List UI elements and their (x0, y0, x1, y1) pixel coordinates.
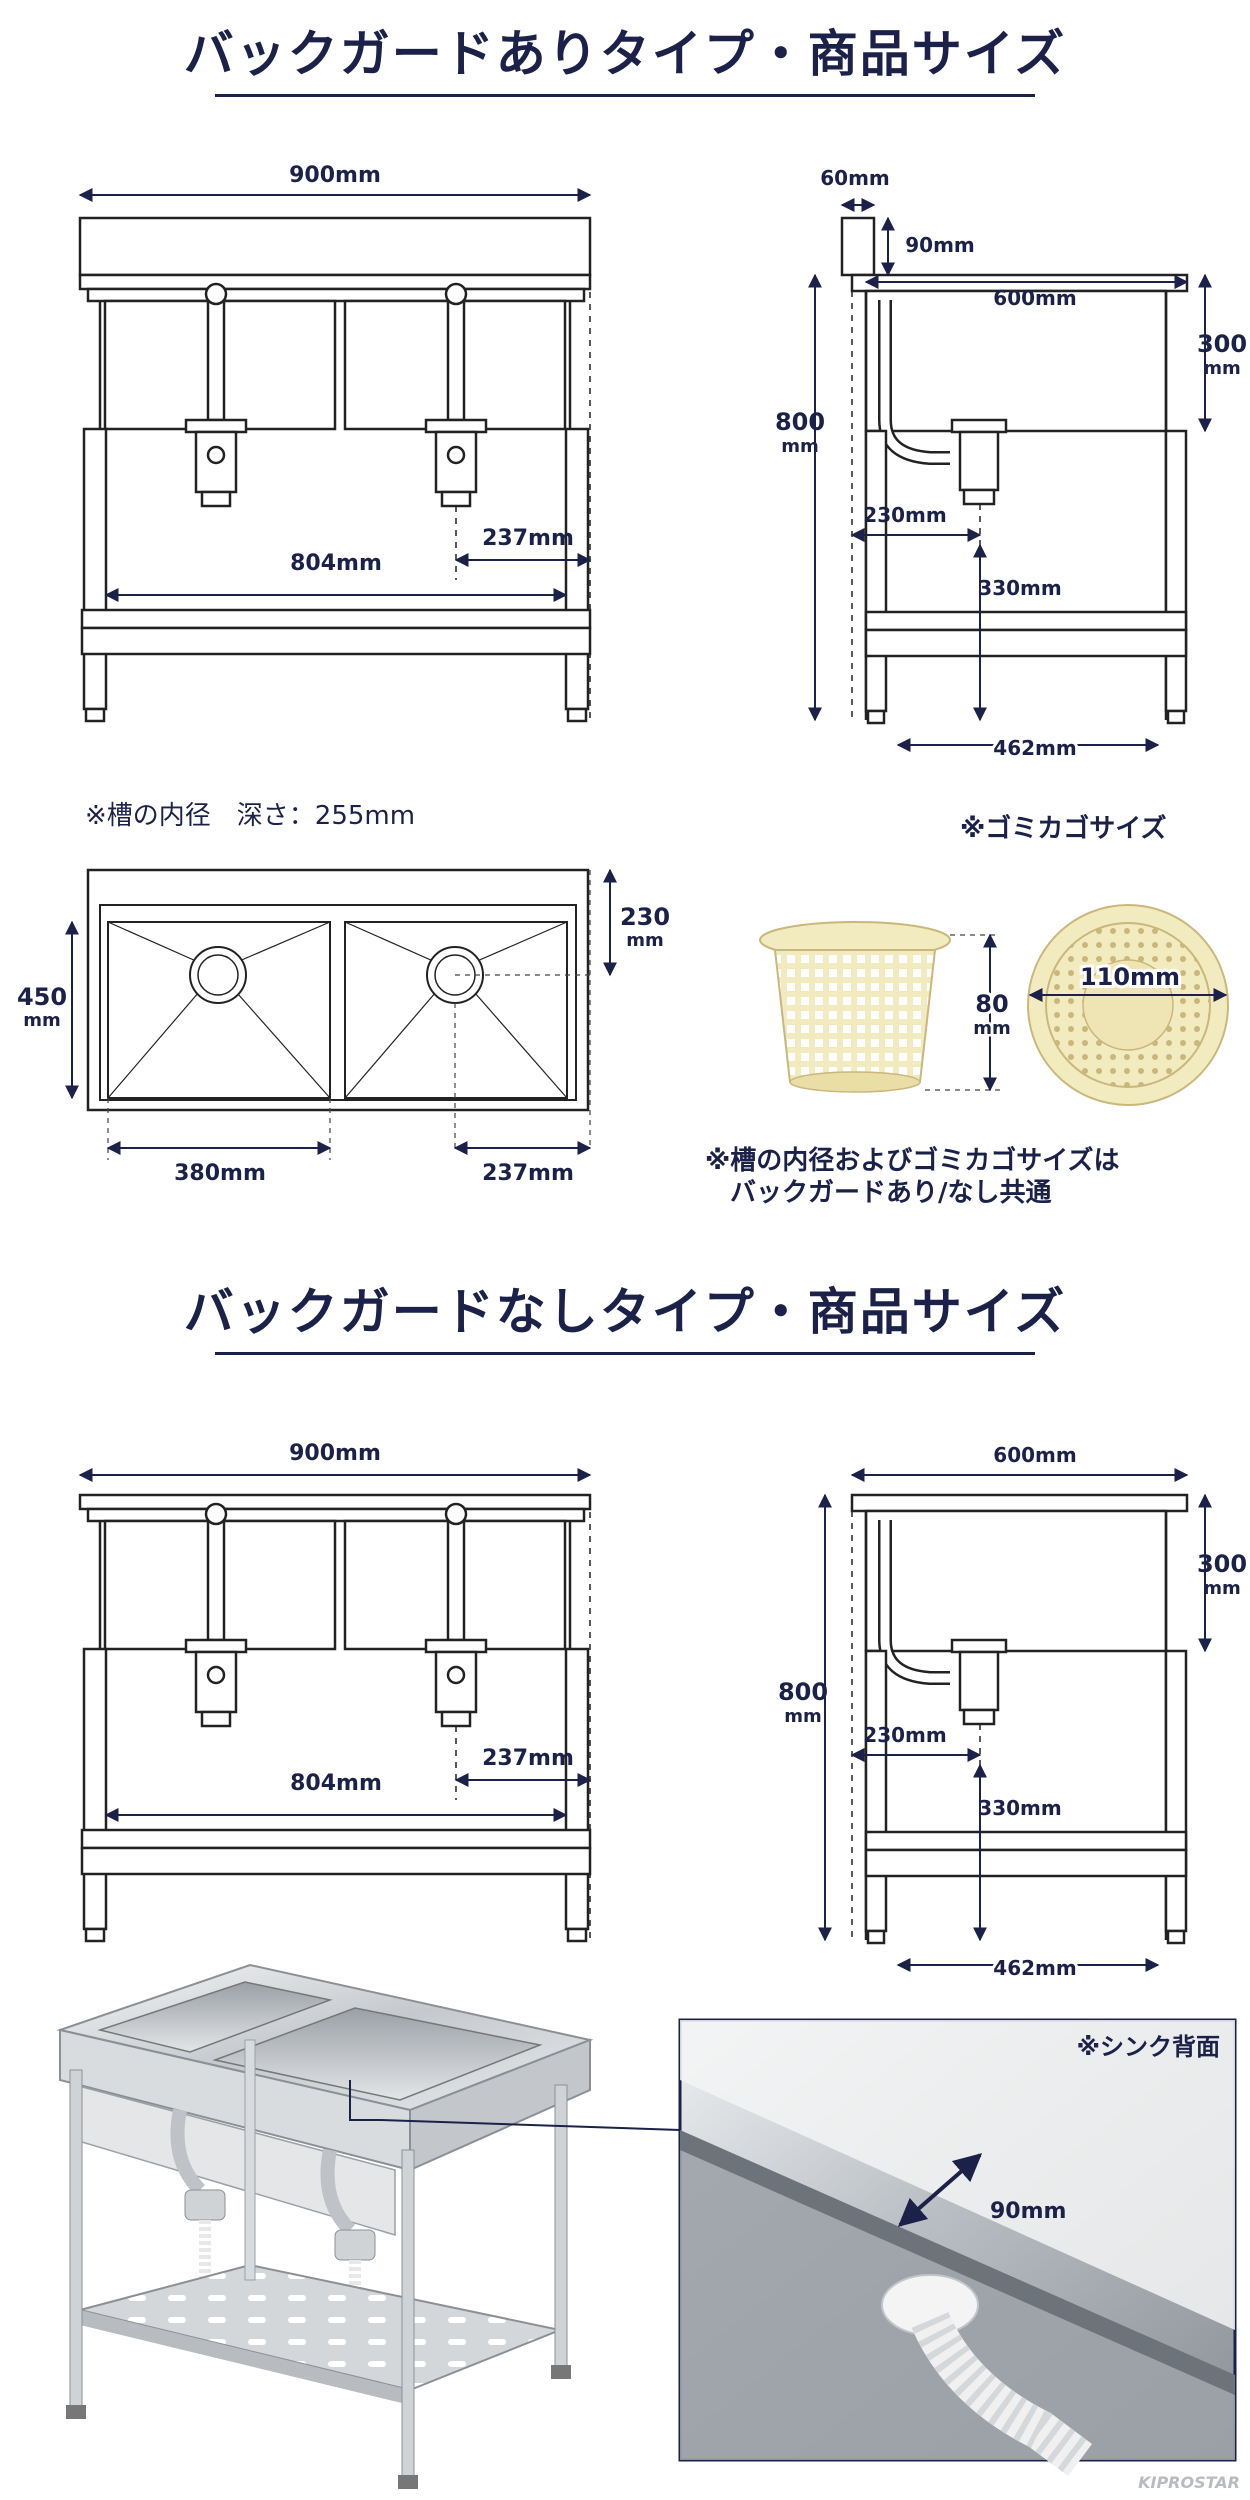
shelf-height-label-2: 330mm (978, 1796, 1061, 1820)
width-label: 900mm (289, 163, 381, 188)
basket-diameter-label: 110mm (1080, 963, 1180, 991)
width-label-2: 900mm (289, 1441, 381, 1466)
section1-title: バックガードありタイプ・商品サイズ (0, 14, 1250, 97)
height-number: 800 (775, 408, 825, 436)
basket-height-unit: mm (973, 1018, 1011, 1039)
height-unit: mm (781, 436, 819, 457)
sink-depth-number: 300 (1197, 330, 1247, 358)
back-label: ※シンク背面 (1077, 2033, 1220, 2061)
title-underline (215, 1352, 1035, 1355)
leg-span-label-2: 462mm (993, 1956, 1076, 1980)
leg-span-label: 462mm (993, 736, 1076, 760)
common-note-line2: バックガードあり/なし共通 (730, 1178, 1052, 1208)
depth-label: 600mm (993, 286, 1076, 310)
drain-position-label: 230mm (863, 503, 946, 527)
basket-side-view (773, 949, 937, 1092)
backguard-panel (78, 216, 592, 277)
brand-logo: KIPROSTAR (1138, 2473, 1240, 2492)
sink-depth-number-2: 300 (1197, 1550, 1247, 1578)
title-underline (215, 94, 1035, 97)
drain-basket-illustration: 80 mm 110mm (759, 904, 1229, 1106)
inner-span-label: 804mm (290, 551, 382, 576)
section2-title: バックガードなしタイプ・商品サイズ (0, 1272, 1250, 1355)
drain-offset-label-2: 237mm (482, 1746, 574, 1771)
top-drain-offset-label: 237mm (482, 1161, 574, 1186)
depth-label-2: 600mm (993, 1443, 1076, 1467)
height-unit-2: mm (784, 1706, 822, 1727)
common-note-line1: ※槽の内径およびゴミカゴサイズは (705, 1146, 1120, 1176)
side-view-backguard: 60mm 90mm 600mm 300 mm 800 mm 230mm 330m… (775, 166, 1247, 763)
front-view-no-backguard: 900mm 804mm 237mm (78, 1441, 592, 1943)
backguard-height-label: 90mm (905, 233, 975, 257)
basket-size-title: ※ゴミカゴサイズ (960, 814, 1167, 844)
product-photo (56, 1963, 681, 2489)
drain-position-label-2: 230mm (863, 1723, 946, 1747)
drain-offset-label: 237mm (482, 526, 574, 551)
front-view-backguard: 900mm 804mm 237mm (78, 163, 592, 723)
shelf-height-label: 330mm (978, 576, 1061, 600)
back-distance-number: 230 (620, 903, 670, 931)
backguard-width-label: 60mm (820, 166, 890, 190)
basket-height-number: 80 (975, 990, 1008, 1018)
sink-depth-unit: mm (1203, 358, 1241, 379)
section1-title-text: バックガードありタイプ・商品サイズ (183, 25, 1067, 83)
section2-title-text: バックガードなしタイプ・商品サイズ (183, 1283, 1067, 1341)
inner-depth-number: 450 (17, 983, 67, 1011)
back-distance-unit: mm (626, 930, 664, 951)
bowl-width-label: 380mm (174, 1161, 266, 1186)
backside-closeup: 90mm ※シンク背面 KIPROSTAR (678, 2018, 1240, 2492)
bowl-depth-note: ※槽の内径 深さ：255mm (85, 801, 416, 831)
side-view-no-backguard: 600mm 300 mm 800 mm 230mm 330mm 462mm (778, 1443, 1247, 1983)
inner-depth-unit: mm (23, 1010, 61, 1031)
top-view: 230 mm 450 mm 380mm 237mm (17, 868, 670, 1186)
callout-line (349, 2080, 681, 2131)
backguard-side (840, 216, 876, 277)
inner-span-label-2: 804mm (290, 1771, 382, 1796)
height-number-2: 800 (778, 1678, 828, 1706)
sink-depth-unit-2: mm (1203, 1578, 1241, 1599)
gap-label: 90mm (990, 2199, 1066, 2224)
